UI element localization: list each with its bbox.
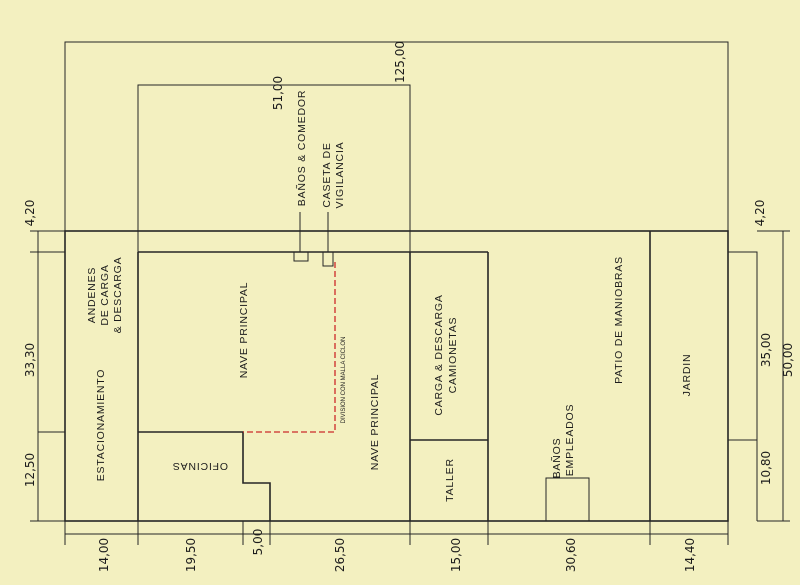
dim-seg-2: 19,50 [184, 538, 198, 572]
dim-right-lower: 10,80 [759, 451, 773, 485]
dim-seg-3: 5,00 [251, 529, 265, 556]
division-line [243, 262, 336, 433]
room-patio: PATIO DE MANIOBRAS [613, 256, 625, 384]
room-banos-empleados-2: EMPLEADOS [564, 404, 576, 477]
room-carga-1: CARGA & DESCARGA [433, 294, 445, 415]
dim-line-125 [64, 41, 729, 231]
dim-right-upper: 35,00 [759, 333, 773, 367]
dim-seg-6: 30,60 [564, 538, 578, 572]
room-carga-2: CAMIONETAS [447, 317, 459, 394]
banos-empleados-room [545, 477, 590, 522]
room-andenes-2: DE CARGA [99, 264, 111, 325]
room-taller: TALLER [444, 458, 456, 502]
room-banos-empleados-1: BAÑOS [550, 438, 563, 479]
room-caseta-2: VIGILANCIA [334, 142, 346, 209]
dim-seg-5: 15,00 [449, 538, 463, 572]
wall-oficinas [138, 431, 271, 521]
site-boundary [64, 230, 729, 522]
dim-left-top: 4,20 [23, 200, 37, 227]
banos-comedor-room [293, 251, 309, 262]
room-jardin: JARDIN [681, 354, 693, 397]
dim-51: 51,00 [271, 76, 285, 110]
caseta-room [322, 251, 334, 267]
dim-125: 125,00 [393, 41, 407, 83]
dim-seg-7: 14,40 [683, 538, 697, 572]
dim-ticks-bottom [64, 521, 729, 545]
room-andenes-3: & DESCARGA [112, 257, 124, 334]
right-strip [728, 251, 758, 521]
dim-overall-width: 50,00 [781, 343, 795, 377]
dim-left-lower: 12,50 [23, 453, 37, 487]
room-banos-comedor: BAÑOS & COMEDOR [295, 90, 308, 206]
room-nave-principal-2: NAVE PRINCIPAL [369, 374, 381, 471]
room-oficinas: OFICINAS [172, 460, 228, 472]
dim-seg-4: 26,50 [333, 538, 347, 572]
room-estacionamiento: ESTACIONAMIENTO [95, 369, 107, 482]
dim-left-upper: 33,30 [23, 343, 37, 377]
room-andenes-1: ANDENES [86, 267, 98, 323]
division-label: DIVISION CON MALLA CICLON [341, 337, 347, 424]
dim-right-top: 4,20 [753, 200, 767, 227]
dim-seg-1: 14,00 [97, 538, 111, 572]
dim-line-51 [137, 84, 411, 252]
room-nave-principal-1: NAVE PRINCIPAL [238, 282, 250, 379]
room-caseta-1: CASETA DE [321, 142, 333, 207]
